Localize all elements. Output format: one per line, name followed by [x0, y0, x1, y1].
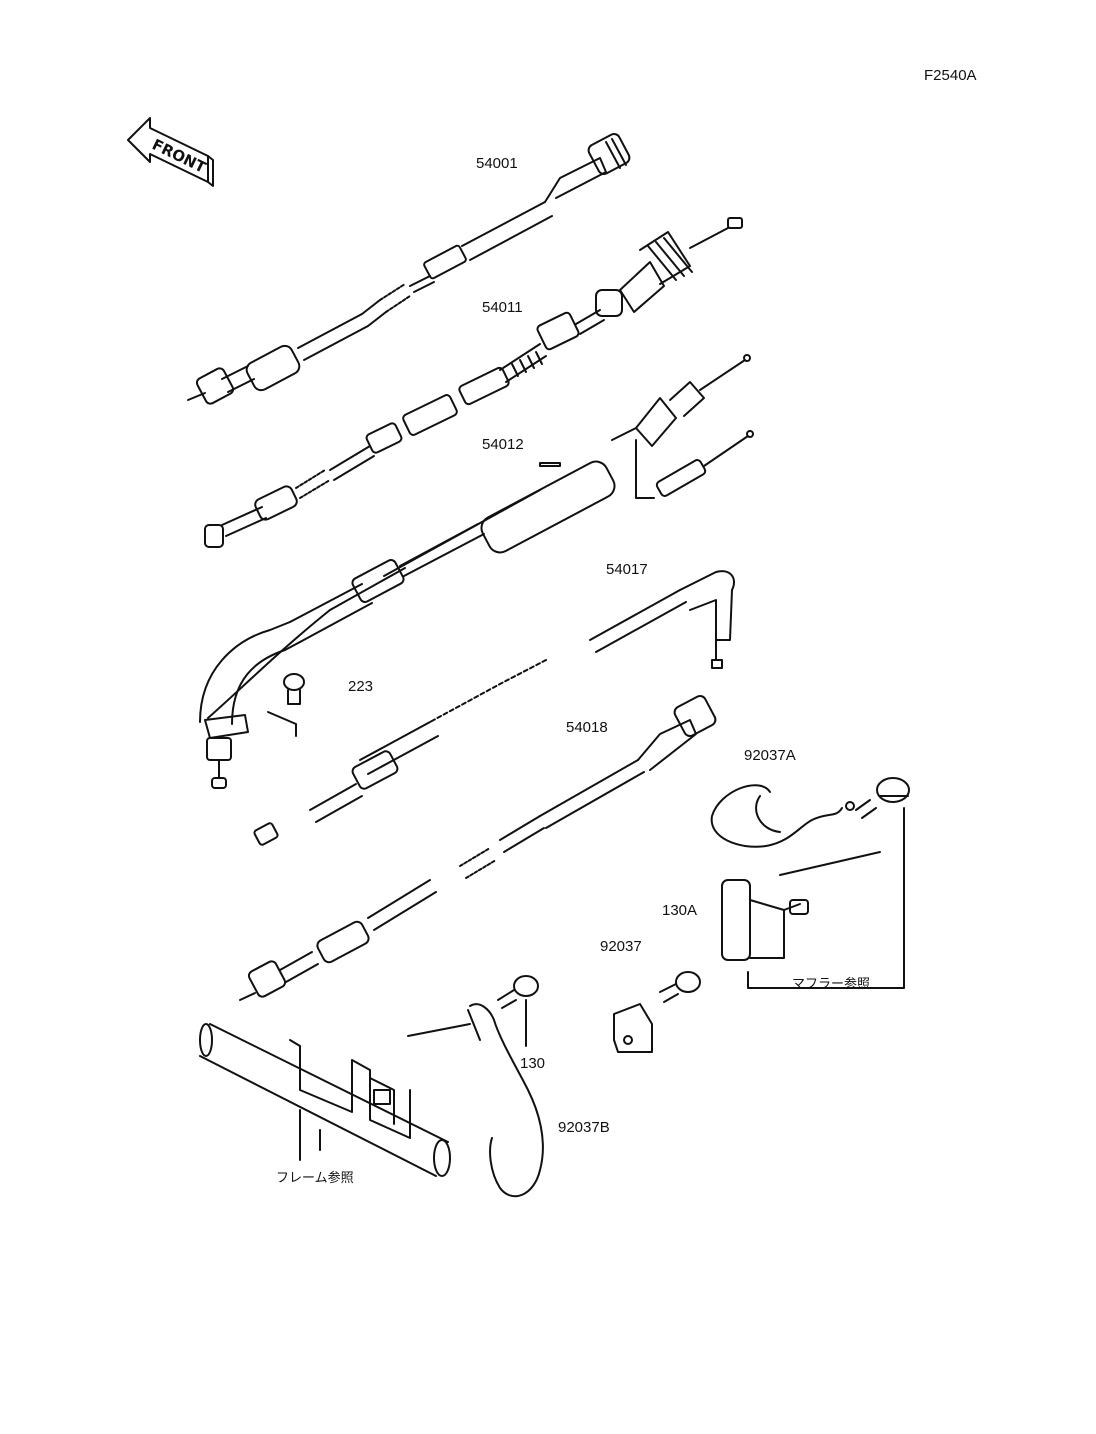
- cable-54018: [239, 695, 717, 1001]
- part-label-54001: 54001: [476, 155, 518, 172]
- front-arrow-icon: FRONT: [127, 117, 214, 187]
- part-label-54018: 54018: [566, 719, 608, 736]
- clamp-92037: [613, 1003, 653, 1053]
- part-label-92037: 92037: [600, 938, 642, 955]
- part-label-54011: 54011: [482, 299, 523, 316]
- part-label-54012: 54012: [482, 436, 524, 453]
- bolt-130A: [659, 971, 701, 1003]
- cable-54011: [204, 217, 743, 548]
- frame-tube: [199, 1023, 451, 1177]
- figure-code: F2540A: [924, 67, 977, 84]
- clip-92037B: [407, 1003, 544, 1198]
- part-label-54017: 54017: [606, 561, 648, 578]
- cable-54017-lower: [253, 721, 439, 846]
- cable-54001: [187, 133, 631, 405]
- cable-54017: [199, 462, 735, 789]
- bolt-130: [497, 975, 539, 1047]
- part-label-130: 130: [520, 1055, 546, 1072]
- cable-54012: [207, 354, 754, 719]
- clamp-92037A: [710, 777, 910, 848]
- part-label-92037B: 92037B: [558, 1119, 610, 1136]
- part-label-130A: 130A: [662, 902, 698, 919]
- muffler-reference-label: マフラー参照: [792, 976, 871, 991]
- part-label-92037A: 92037A: [744, 747, 796, 764]
- muffler-bracket: [721, 807, 905, 989]
- frame-reference-label: フレーム参照: [276, 1170, 354, 1185]
- part-label-223: 223: [348, 678, 374, 695]
- screw-223: [267, 673, 305, 737]
